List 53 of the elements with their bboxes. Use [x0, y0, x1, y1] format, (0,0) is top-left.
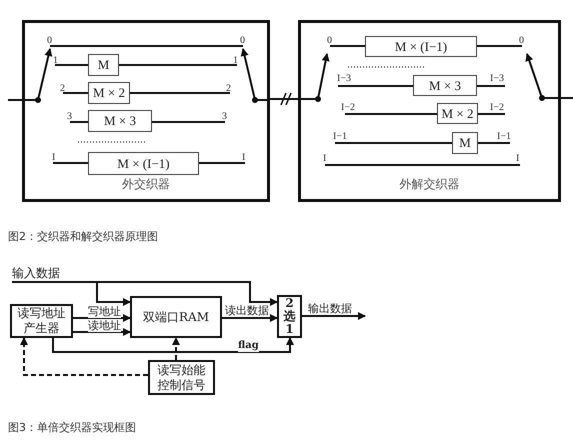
port-number: 0	[47, 35, 52, 46]
signal-label: 输入数据	[12, 265, 62, 282]
port-number: 0	[240, 35, 245, 46]
arrow	[73, 328, 131, 336]
port-number: I−3	[490, 73, 504, 84]
arrow	[73, 314, 131, 322]
box-title: 外交织器	[121, 176, 171, 193]
box-title: 外解交织器	[398, 176, 460, 193]
delay-box: M × 2	[437, 103, 478, 124]
port-number: 3	[222, 111, 227, 122]
edge-label: 读地址	[88, 319, 121, 332]
block-box	[22, 20, 270, 202]
block-box	[298, 20, 561, 202]
delay-box: M × 2	[88, 82, 130, 104]
edge-label: flag	[238, 339, 259, 352]
port-number: 3	[67, 111, 72, 122]
port-number: 1	[53, 55, 58, 66]
arrow	[52, 337, 294, 353]
arrow	[302, 312, 366, 320]
connector-line	[270, 98, 298, 100]
port-number: 0	[519, 35, 524, 46]
delay-box: M	[88, 54, 119, 76]
edge-label: 写地址	[88, 305, 121, 318]
port-number: 0	[327, 35, 332, 46]
figure-caption: 图2：交织器和解交织器原理图	[8, 230, 158, 244]
port-number: I−3	[337, 73, 351, 84]
delay-box: M	[452, 132, 478, 154]
port-number: I	[52, 152, 56, 163]
port-number: 2	[60, 83, 65, 94]
process-box: 读写地址产生器	[10, 304, 73, 338]
edge-label: 读出数据	[225, 304, 269, 317]
port-number: I	[516, 153, 520, 164]
process-box: 读写始能控制信号	[148, 360, 215, 395]
arrow	[172, 337, 180, 360]
arrow	[12, 281, 278, 306]
edge-label: 输出数据	[308, 302, 352, 315]
process-box: 双端口RAM	[130, 296, 222, 338]
port-number: I−1	[333, 131, 347, 142]
port-number: I−2	[341, 102, 355, 113]
port-number: I−1	[497, 131, 511, 142]
delay-box: M × (I−1)	[88, 152, 199, 175]
port-number: 1	[233, 55, 238, 66]
delay-box: M × 3	[88, 110, 152, 132]
delay-box: M × 3	[413, 75, 477, 96]
delay-box: M × (I−1)	[365, 36, 477, 57]
arrow	[222, 314, 278, 322]
port-number: I	[323, 153, 326, 164]
arrow	[20, 337, 148, 376]
port-number: I	[242, 152, 246, 163]
port-number: I−2	[490, 102, 504, 113]
port-number: 2	[226, 83, 231, 94]
figure-caption: 图3：单倍交织器实现框图	[8, 421, 136, 435]
multiplexer-box: 2选1	[277, 295, 302, 338]
